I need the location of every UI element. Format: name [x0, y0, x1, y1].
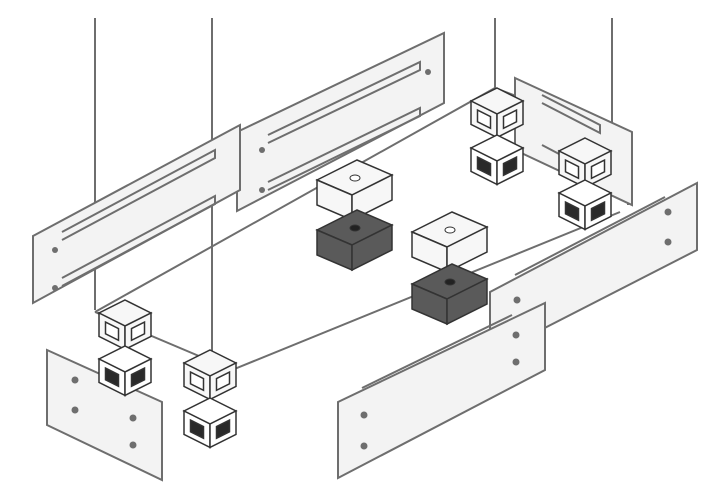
- bracket-front-face: [446, 225, 488, 274]
- corner-block-light: [97, 299, 153, 351]
- brackets: [315, 159, 489, 326]
- cube-left-window: [104, 320, 120, 342]
- panel-left: [32, 123, 241, 305]
- corner-block-dark: [557, 179, 613, 231]
- cube-left-window: [564, 200, 580, 222]
- bracket-front-face: [446, 277, 488, 326]
- bracket-hole: [349, 224, 361, 232]
- cube-left-window: [476, 108, 492, 130]
- bracket-dark: [315, 209, 394, 272]
- bracket-front-face: [351, 223, 393, 272]
- corner-block-dark: [469, 134, 525, 186]
- corner-block-light: [182, 349, 238, 401]
- bracket-hole: [444, 278, 456, 286]
- bracket-hole: [444, 226, 456, 234]
- bracket-dark: [410, 263, 489, 326]
- panels: [32, 31, 698, 482]
- corner-block-light: [469, 87, 525, 139]
- cube-right-window: [590, 200, 606, 222]
- cube-left-window: [476, 155, 492, 177]
- bracket-light: [410, 211, 489, 274]
- corner-block-dark: [97, 345, 153, 397]
- cube-left-window: [189, 370, 205, 392]
- corner-blocks: [97, 87, 613, 449]
- cube-right-window: [215, 370, 231, 392]
- cube-left-window: [189, 418, 205, 440]
- bracket-hole: [349, 174, 361, 182]
- cube-left-window: [564, 158, 580, 180]
- cube-right-window: [502, 108, 518, 130]
- bracket-light: [315, 159, 394, 222]
- corner-block-dark: [182, 397, 238, 449]
- panel-front-right-lower: [337, 301, 546, 480]
- cube-right-window: [215, 418, 231, 440]
- cube-left-window: [104, 366, 120, 388]
- cube-right-window: [130, 320, 146, 342]
- cube-right-window: [590, 158, 606, 180]
- cube-right-window: [130, 366, 146, 388]
- cube-right-window: [502, 155, 518, 177]
